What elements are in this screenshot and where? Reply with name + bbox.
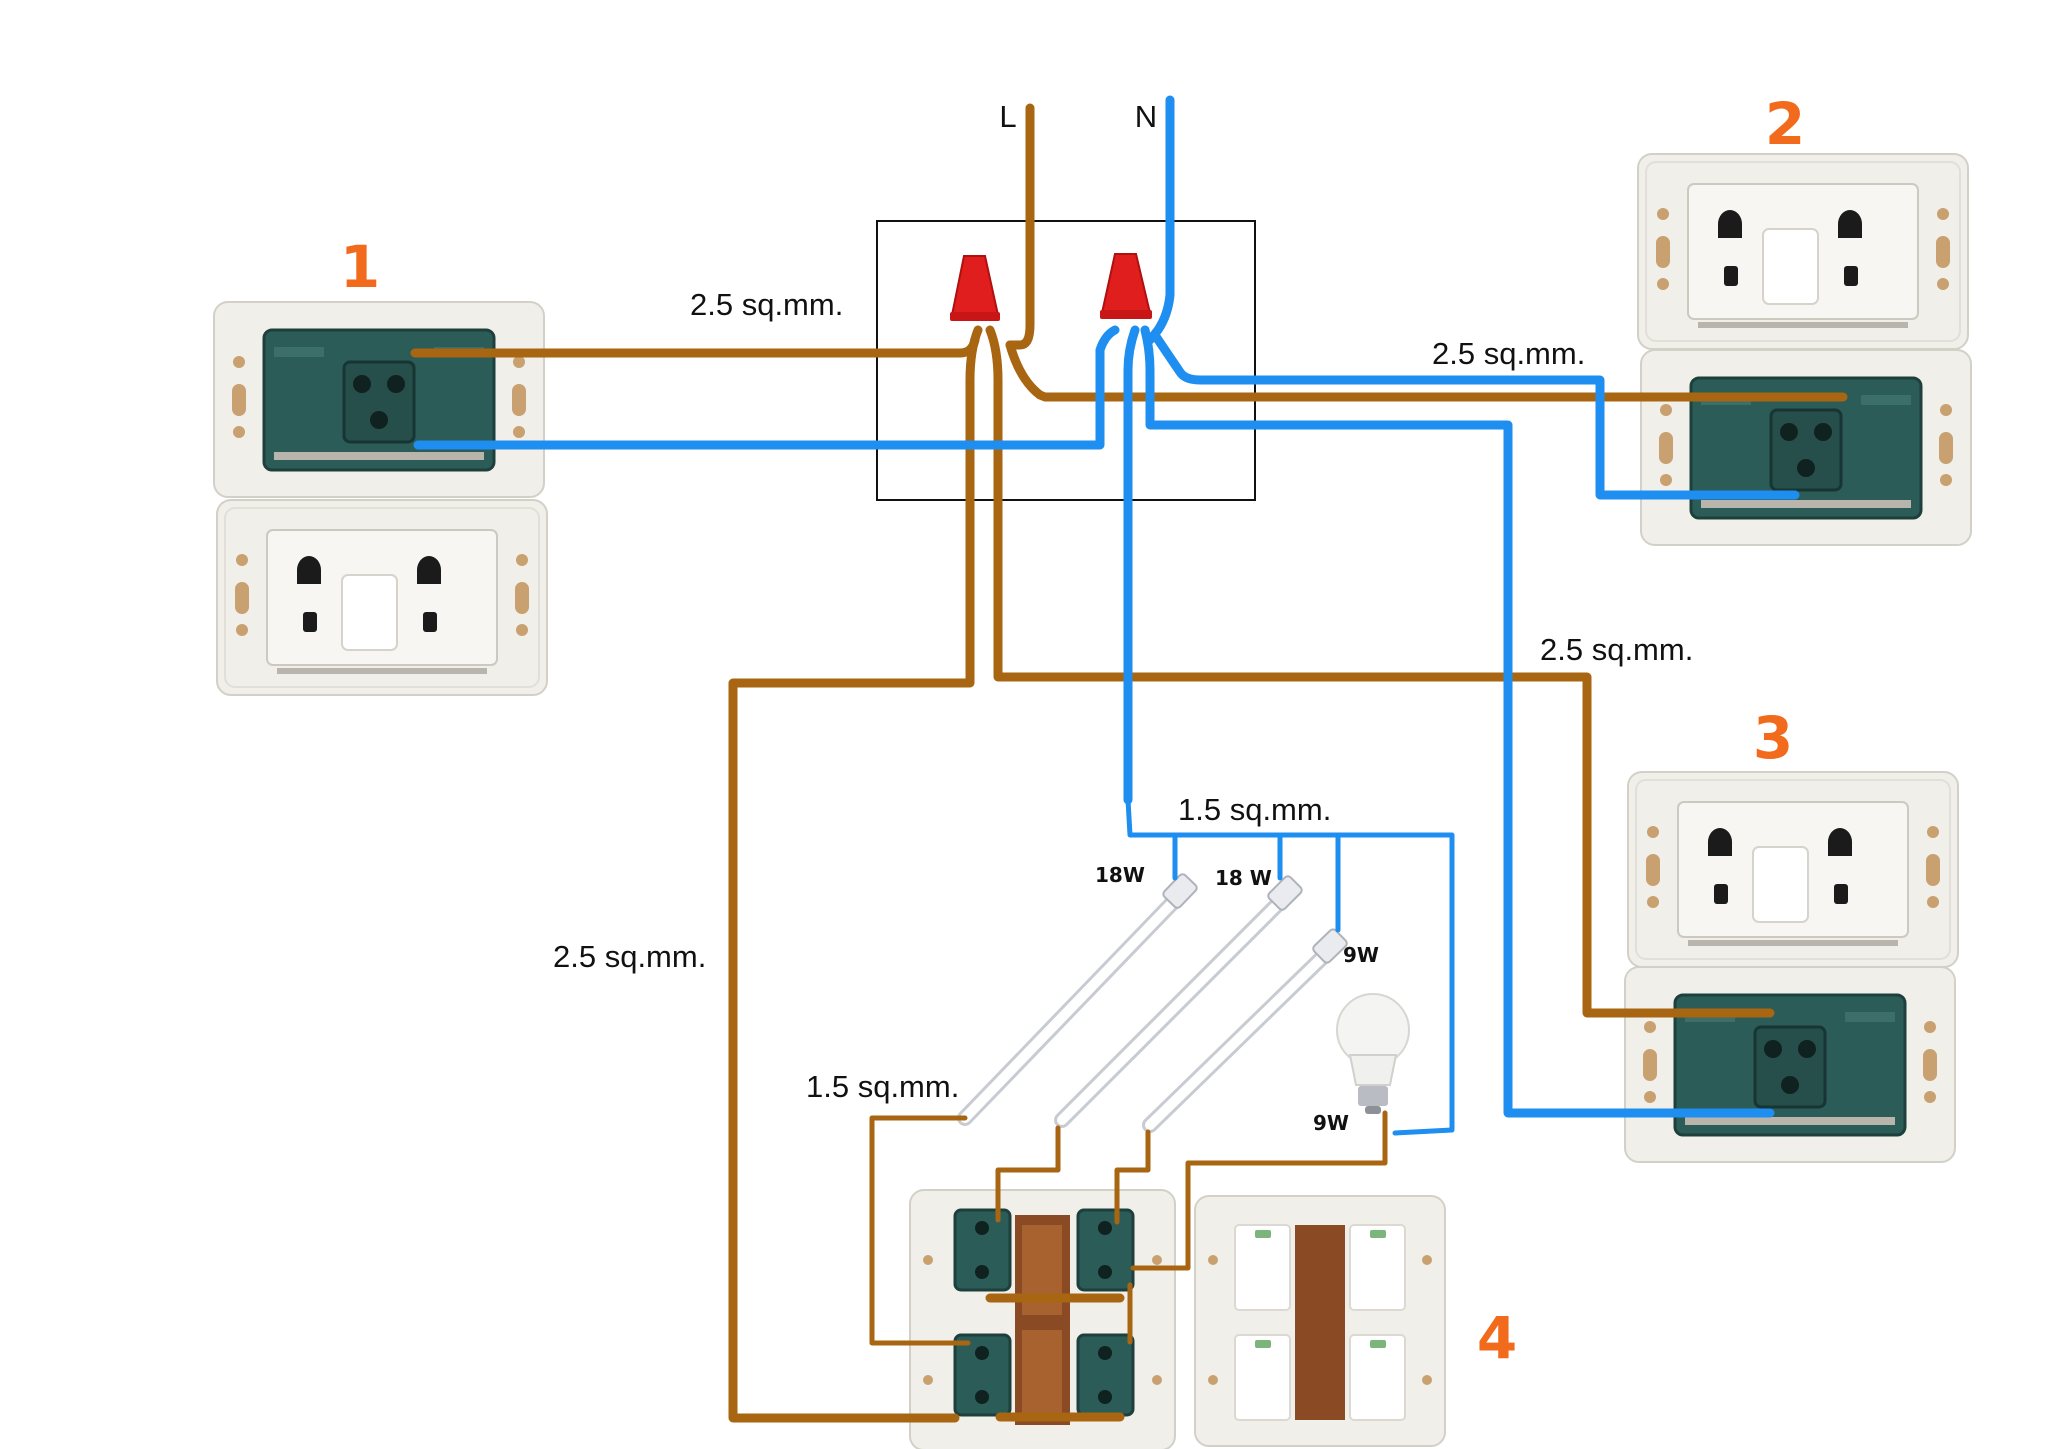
lighting-live-wires xyxy=(869,1110,1388,1346)
neutral-wires xyxy=(413,95,1800,1118)
live-wires xyxy=(410,103,1848,1423)
cable-label: 1.5 sq.mm. xyxy=(806,1069,959,1104)
tube-light-1 xyxy=(957,873,1198,1126)
light-bulb-icon xyxy=(1336,993,1410,1114)
cable-label: 2.5 sq.mm. xyxy=(690,287,843,322)
lighting-neutral-wires xyxy=(1125,797,1455,1136)
unit-number-2: 2 xyxy=(1765,90,1805,158)
cable-label: 1.5 sq.mm. xyxy=(1178,792,1331,827)
outlet-unit-3 xyxy=(1623,771,1959,1164)
unit-number-4: 4 xyxy=(1477,1304,1517,1372)
switch-panel-wired xyxy=(909,1189,1176,1449)
tube-light-2 xyxy=(1054,875,1303,1128)
cable-label: 2.5 sq.mm. xyxy=(553,939,706,974)
unit-number-1: 1 xyxy=(340,233,380,301)
load-label-bulb: 9W xyxy=(1313,1111,1349,1135)
outlet-unit-2 xyxy=(1637,153,1973,547)
tube-light-3 xyxy=(1142,928,1348,1133)
switch-panel-face xyxy=(1194,1195,1446,1447)
outlet-unit-1 xyxy=(212,300,548,696)
load-label-tube-1: 18W xyxy=(1095,863,1145,887)
load-label-tube-3: 9W xyxy=(1343,943,1379,967)
load-label-tube-2: 18 W xyxy=(1215,866,1272,890)
cable-label: 2.5 sq.mm. xyxy=(1432,336,1585,371)
cable-label: 2.5 sq.mm. xyxy=(1540,632,1693,667)
wire-connector-neutral-icon xyxy=(1100,253,1152,319)
unit-number-3: 3 xyxy=(1753,704,1793,772)
wire-connector-live-icon xyxy=(950,255,1000,321)
terminal-label-neutral: N xyxy=(1135,99,1157,134)
terminal-label-live: L xyxy=(999,99,1016,134)
junction-box xyxy=(876,220,1256,501)
